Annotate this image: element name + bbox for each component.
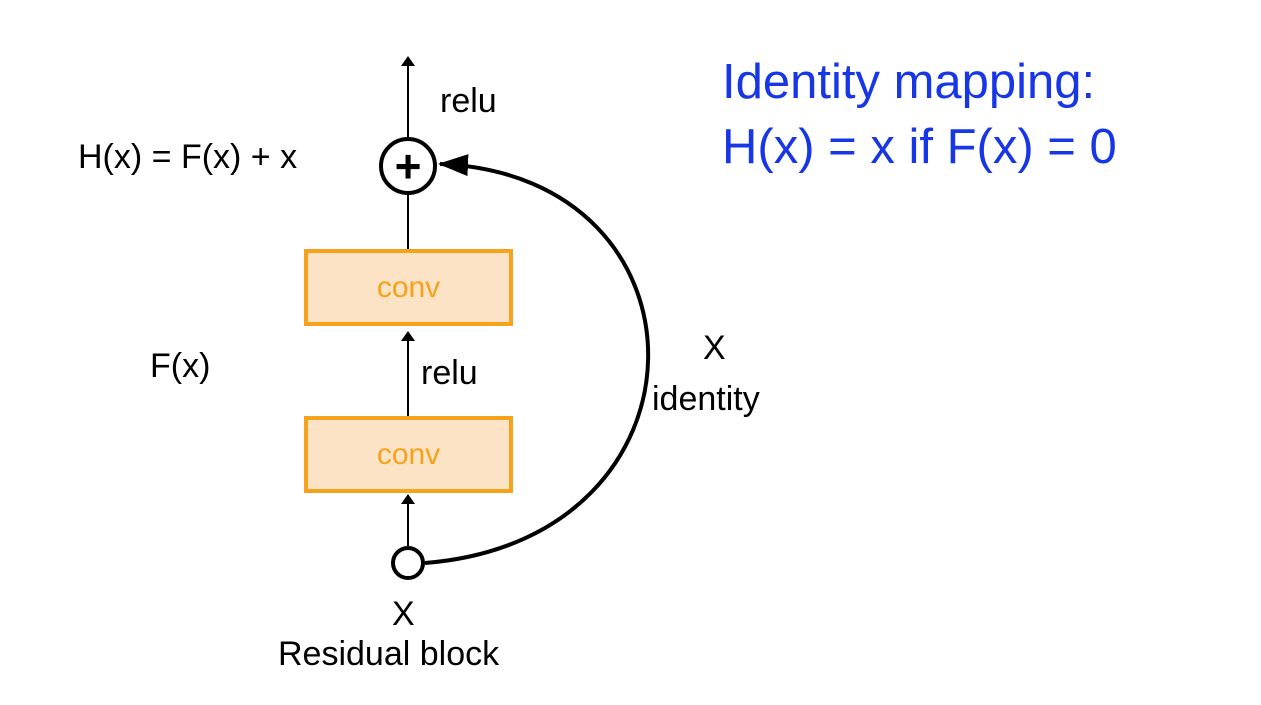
skip-x-label: X <box>703 329 726 367</box>
mid-relu-label: relu <box>421 354 478 392</box>
input-x-label: X <box>392 595 415 633</box>
skip-identity-label: identity <box>652 380 760 418</box>
top-relu-label: relu <box>440 82 497 120</box>
identity-mapping-condition: H(x) = x if F(x) = 0 <box>722 120 1117 174</box>
input-node <box>391 546 425 580</box>
diagram-caption: Residual block <box>278 635 500 673</box>
identity-skip-arrow <box>424 154 651 565</box>
conv-box-bottom: conv <box>304 416 513 493</box>
conv-box-top: conv <box>304 249 513 326</box>
conv-bottom-label: conv <box>376 437 441 471</box>
add-symbol: + <box>394 140 422 192</box>
output-formula: H(x) = F(x) + x <box>78 138 298 176</box>
conv-top-label: conv <box>376 270 441 304</box>
residual-function-label: F(x) <box>150 347 211 385</box>
add-circle <box>379 137 437 195</box>
identity-mapping-heading: Identity mapping: <box>722 55 1096 109</box>
